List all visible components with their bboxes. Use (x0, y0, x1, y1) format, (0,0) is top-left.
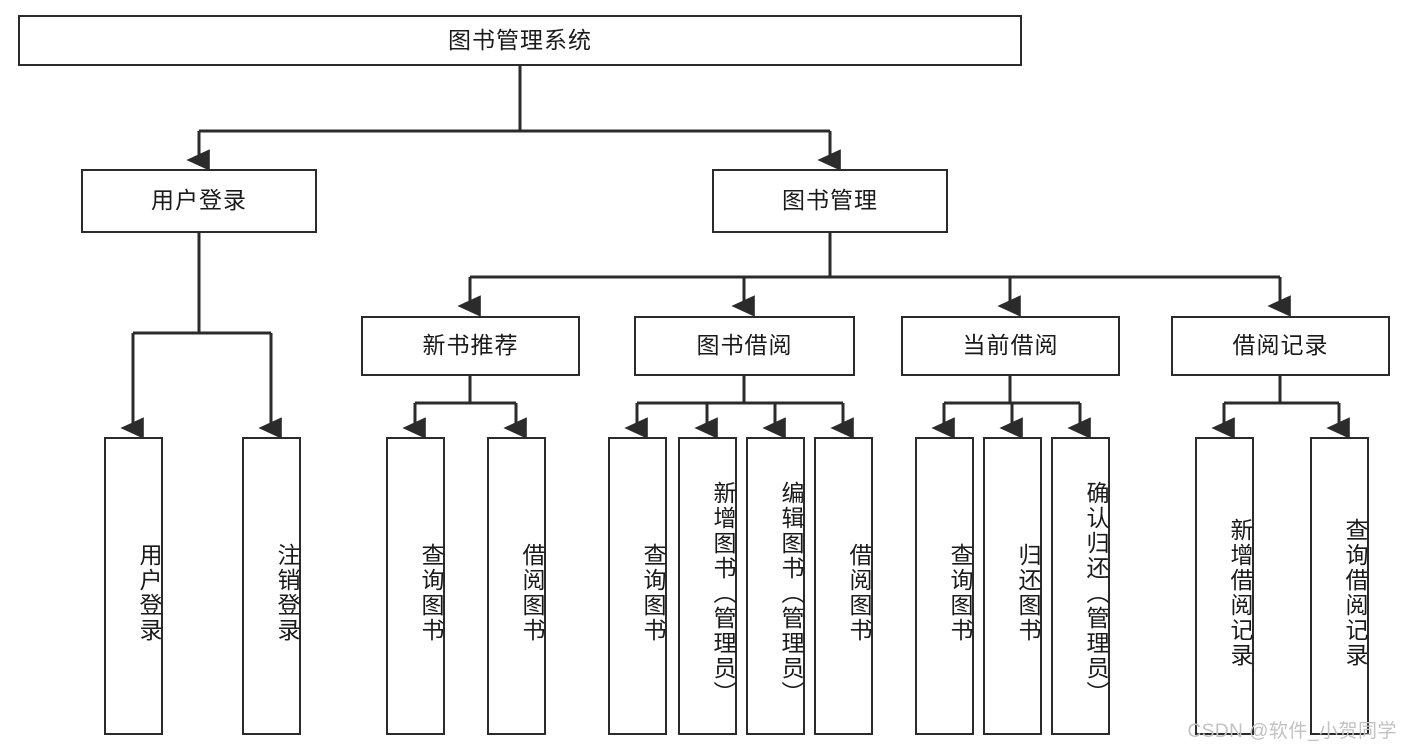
leaf-borrow-query-label: 查询图书 (640, 543, 666, 643)
leaf-cur-return-label: 归还图书 (1015, 543, 1041, 643)
node-book-borrow-label: 图书借阅 (696, 332, 793, 359)
leaf-user-login[interactable]: 用户登录 (104, 437, 163, 735)
leaf-cur-query-label: 查询图书 (947, 543, 973, 643)
leaf-user-logout-label: 注销登录 (274, 543, 300, 643)
node-root[interactable]: 图书管理系统 (18, 15, 1022, 66)
node-user-login-label: 用户登录 (151, 187, 247, 214)
leaf-user-login-label: 用户登录 (136, 543, 162, 643)
leaf-rec-query[interactable]: 查询图书 (386, 437, 445, 735)
leaf-borrow-borrow[interactable]: 借阅图书 (814, 437, 873, 735)
node-borrow-record[interactable]: 借阅记录 (1171, 316, 1390, 376)
leaf-cur-confirm-label: 确认归还（管理员） (1083, 480, 1109, 706)
leaf-rec-query2[interactable]: 查询借阅记录 (1310, 437, 1369, 735)
leaf-user-logout[interactable]: 注销登录 (242, 437, 301, 735)
leaf-borrow-edit-label: 编辑图书（管理员） (778, 480, 804, 706)
node-borrow-record-label: 借阅记录 (1232, 332, 1329, 359)
node-book-manage[interactable]: 图书管理 (712, 169, 948, 233)
node-current-borrow[interactable]: 当前借阅 (901, 316, 1120, 376)
leaf-borrow-query[interactable]: 查询图书 (608, 437, 667, 735)
node-root-label: 图书管理系统 (448, 26, 592, 53)
leaf-rec-add-label: 新增借阅记录 (1227, 518, 1253, 668)
node-new-book-rec[interactable]: 新书推荐 (361, 316, 580, 376)
leaf-rec-borrow[interactable]: 借阅图书 (487, 437, 546, 735)
leaf-cur-query[interactable]: 查询图书 (915, 437, 974, 735)
leaf-rec-borrow-label: 借阅图书 (519, 543, 545, 643)
leaf-borrow-borrow-label: 借阅图书 (846, 543, 872, 643)
node-book-manage-label: 图书管理 (782, 187, 878, 214)
leaf-borrow-edit[interactable]: 编辑图书（管理员） (746, 437, 805, 735)
node-new-book-rec-label: 新书推荐 (422, 332, 519, 359)
leaf-cur-return[interactable]: 归还图书 (983, 437, 1042, 735)
leaf-rec-add[interactable]: 新增借阅记录 (1195, 437, 1254, 735)
node-user-login[interactable]: 用户登录 (81, 169, 317, 233)
leaf-rec-query2-label: 查询借阅记录 (1342, 518, 1368, 668)
leaf-borrow-add[interactable]: 新增图书（管理员） (678, 437, 737, 735)
csdn-watermark: CSDN @软件_小贺同学 (1187, 721, 1397, 742)
node-current-borrow-label: 当前借阅 (962, 332, 1059, 359)
leaf-cur-confirm[interactable]: 确认归还（管理员） (1051, 437, 1110, 735)
node-book-borrow[interactable]: 图书借阅 (634, 316, 855, 376)
leaf-rec-query-label: 查询图书 (418, 543, 444, 643)
leaf-borrow-add-label: 新增图书（管理员） (710, 480, 736, 706)
